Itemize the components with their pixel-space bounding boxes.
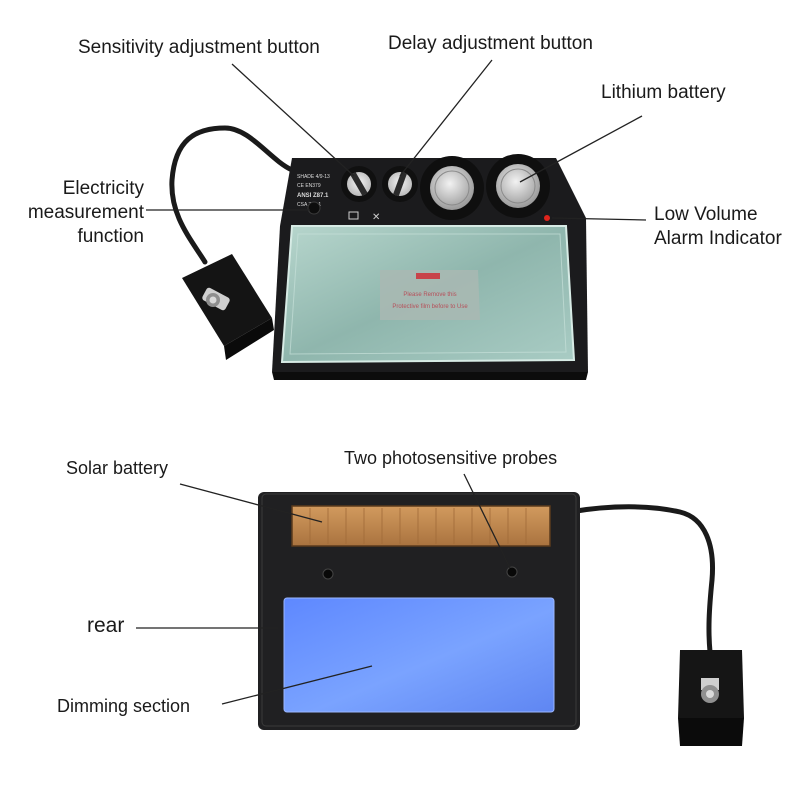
label-rear: rear bbox=[87, 614, 125, 637]
sensor-block-bottom bbox=[678, 650, 744, 746]
leader-probes bbox=[463, 473, 511, 569]
label-dimming: Dimming section bbox=[57, 696, 191, 716]
leader-delay bbox=[399, 59, 493, 177]
rear-device bbox=[258, 492, 744, 746]
photosensitive-probe-right bbox=[506, 566, 518, 578]
leader-lines bbox=[136, 59, 647, 705]
label-low-volume: Low Volume Alarm Indicator bbox=[654, 203, 782, 251]
label-electricity-line-3: function bbox=[77, 226, 144, 247]
sensor-cable-top bbox=[169, 125, 295, 265]
manual-icon bbox=[348, 211, 359, 220]
label-electricity-line-1: Electricity bbox=[62, 178, 144, 199]
label-lithium: Lithium battery bbox=[601, 82, 726, 103]
delay-knob[interactable] bbox=[382, 166, 418, 202]
leader-sensitivity bbox=[231, 63, 355, 177]
solar-panel bbox=[291, 505, 551, 547]
leader-dimming bbox=[221, 665, 373, 705]
svg-text:Protective film before to Use: Protective film before to Use bbox=[392, 304, 468, 310]
sensitivity-knob[interactable] bbox=[341, 166, 377, 202]
svg-text:CE EN379: CE EN379 bbox=[297, 183, 321, 189]
disposal-icon: ✕ bbox=[372, 212, 380, 223]
svg-text:SHADE 4/9-13: SHADE 4/9-13 bbox=[297, 174, 330, 180]
label-sensitivity: Sensitivity adjustment button bbox=[78, 37, 320, 58]
label-low-volume-line-2: Alarm Indicator bbox=[654, 228, 782, 249]
svg-text:Please Remove this: Please Remove this bbox=[403, 292, 456, 298]
label-solar: Solar battery bbox=[66, 458, 169, 478]
sensor-block-top bbox=[182, 254, 274, 360]
electricity-measurement-button[interactable] bbox=[307, 201, 321, 215]
lithium-battery-left bbox=[420, 156, 484, 220]
label-delay: Delay adjustment button bbox=[388, 33, 593, 54]
low-volume-alarm-led bbox=[544, 215, 550, 221]
label-electricity: Electricity measurement function bbox=[4, 177, 144, 249]
leader-lithium bbox=[519, 115, 643, 183]
front-device: SHADE 4/9-13 CE EN379 ANSI Z87.1 CSA Z94… bbox=[169, 125, 588, 380]
label-low-volume-line-1: Low Volume bbox=[654, 204, 758, 225]
leader-solar bbox=[179, 483, 323, 523]
label-electricity-line-2: measurement bbox=[27, 202, 144, 223]
sensor-cable-bottom bbox=[567, 504, 716, 655]
svg-text:ANSI Z87.1: ANSI Z87.1 bbox=[297, 193, 329, 199]
lithium-battery-right bbox=[486, 154, 550, 218]
photosensitive-probe-left bbox=[322, 568, 334, 580]
label-probes: Two photosensitive probes bbox=[344, 448, 558, 468]
protective-film-sticker: Please Remove this Protective film befor… bbox=[380, 270, 480, 320]
leader-low-volume bbox=[551, 217, 647, 221]
dimming-lens bbox=[283, 597, 555, 713]
